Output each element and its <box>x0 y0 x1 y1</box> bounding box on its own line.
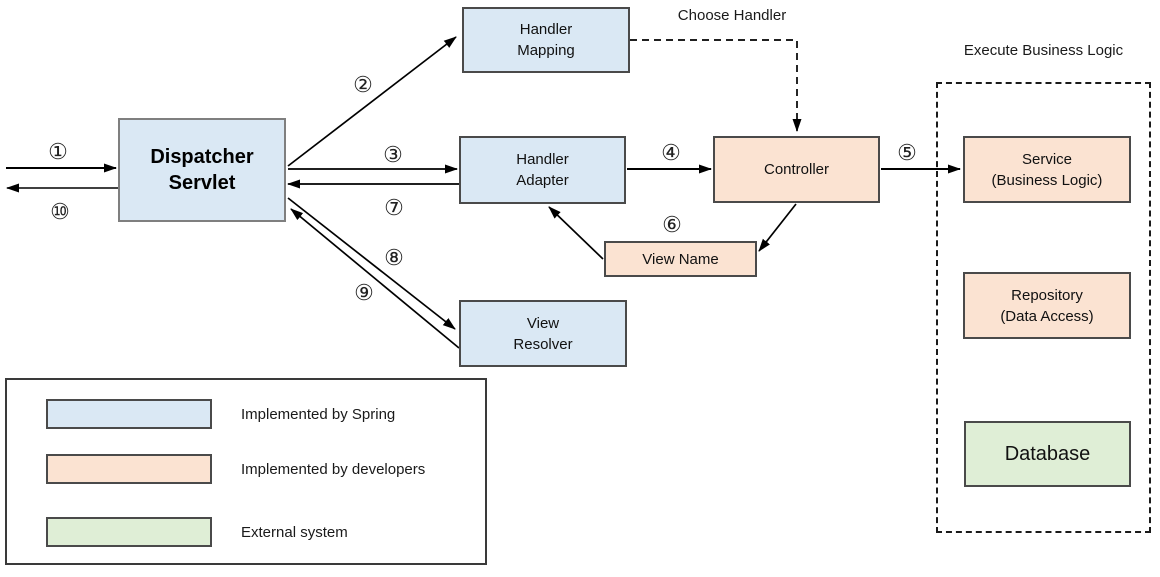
handler-mapping-node: Handler Mapping <box>462 7 630 73</box>
step-4-badge: ④ <box>661 140 681 165</box>
dispatcher-servlet-node: Dispatcher Servlet <box>118 118 286 222</box>
handler-mapping-label-line2: Mapping <box>517 42 575 59</box>
legend-swatch-external <box>46 517 212 547</box>
view-name-node: View Name <box>604 241 757 277</box>
step-6-badge: ⑥ <box>662 212 682 237</box>
controller-node: Controller <box>713 136 880 203</box>
arrow-step6 <box>548 206 604 260</box>
step-8-badge: ⑧ <box>384 245 404 270</box>
step-7-badge: ⑦ <box>384 195 404 220</box>
database-node: Database <box>964 421 1131 487</box>
legend-row-developers: Implemented by developers <box>7 454 485 484</box>
choose-handler-label: Choose Handler <box>677 7 787 24</box>
legend-swatch-developers <box>46 454 212 484</box>
repository-label-line1: Repository <box>1011 286 1083 304</box>
legend-label-developers: Implemented by developers <box>241 460 426 478</box>
database-label: Database <box>1004 442 1091 465</box>
dispatcher-servlet-label-line2: Servlet <box>168 172 236 194</box>
step-10-badge: ⑩ <box>50 199 70 224</box>
repository-node: Repository (Data Access) <box>963 272 1131 339</box>
view-resolver-label-line2: Resolver <box>513 335 573 353</box>
arrow-controller-to-viewname <box>758 203 797 252</box>
legend-row-spring: Implemented by Spring <box>7 399 485 429</box>
legend: Implemented by Spring Implemented by dev… <box>5 378 487 565</box>
step-2-badge: ② <box>353 72 373 97</box>
controller-label: Controller <box>763 161 830 178</box>
arrow-step2 <box>287 36 457 167</box>
handler-adapter-label-line2: Adapter <box>516 172 569 189</box>
view-resolver-label-line1: View <box>526 314 560 332</box>
view-resolver-node: View Resolver <box>459 300 627 367</box>
step-5-badge: ⑤ <box>897 140 917 165</box>
repository-label-line2: (Data Access) <box>1000 307 1094 325</box>
arrow-step9 <box>290 208 460 349</box>
legend-label-external: External system <box>241 523 348 541</box>
legend-label-spring: Implemented by Spring <box>241 405 396 423</box>
view-name-label: View Name <box>642 250 719 268</box>
execute-business-logic-label: Execute Business Logic <box>963 42 1124 59</box>
handler-mapping-label-line1: Handler <box>519 21 573 38</box>
handler-adapter-label-line1: Handler <box>516 151 569 168</box>
legend-row-external: External system <box>7 517 485 547</box>
service-label-line2: (Business Logic) <box>991 171 1103 189</box>
service-label-line1: Service <box>1021 150 1073 168</box>
step-1-badge: ① <box>48 139 68 164</box>
handler-adapter-node: Handler Adapter <box>459 136 626 204</box>
step-9-badge: ⑨ <box>354 280 374 305</box>
dispatcher-servlet-label-line1: Dispatcher <box>150 146 254 168</box>
business-logic-container <box>936 82 1151 533</box>
arrow-choose-handler-dashed <box>630 39 802 132</box>
service-node: Service (Business Logic) <box>963 136 1131 203</box>
step-3-badge: ③ <box>383 142 403 167</box>
arrow-step8 <box>287 197 456 330</box>
legend-swatch-spring <box>46 399 212 429</box>
